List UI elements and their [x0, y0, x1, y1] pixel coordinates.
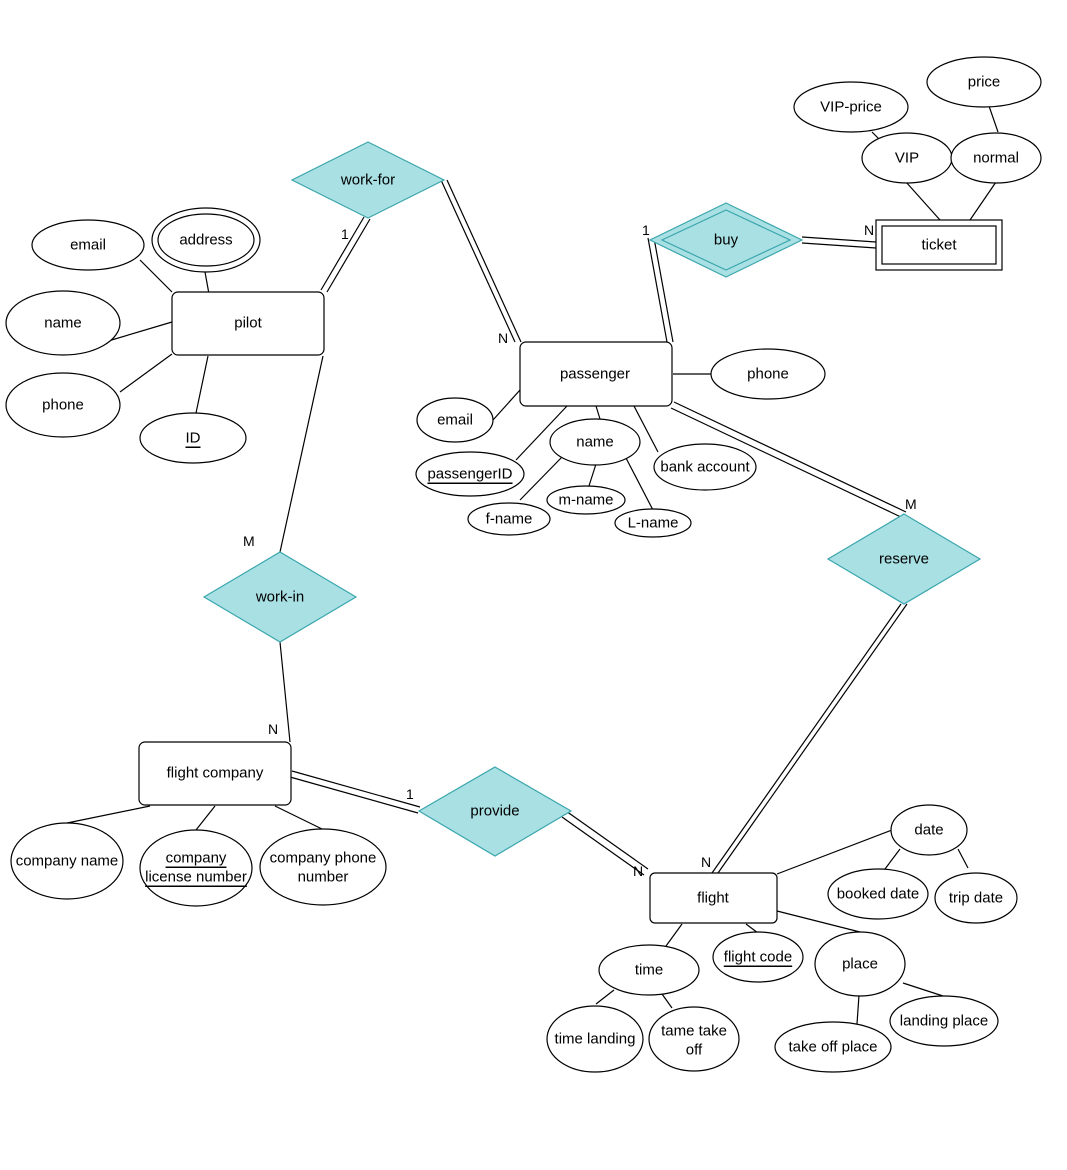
- attribute-passenger-fname: f-name: [467, 502, 551, 536]
- svg-text:name: name: [576, 434, 614, 451]
- entity-flight: flight: [649, 872, 778, 924]
- attribute-ticket-vip-price: VIP-price: [793, 81, 909, 133]
- svg-text:booked date: booked date: [837, 886, 920, 903]
- connector-lines: [66, 105, 999, 1025]
- svg-text:address: address: [179, 232, 232, 249]
- cardinality-workfor-pilot: 1: [341, 226, 349, 242]
- svg-text:VIP-price: VIP-price: [820, 99, 882, 116]
- svg-text:phone: phone: [747, 366, 789, 383]
- attribute-flight-landing-place: landing place: [889, 995, 999, 1047]
- svg-text:tame take: tame take: [661, 1023, 727, 1040]
- attribute-flight-take-off-place: take off place: [774, 1021, 892, 1073]
- svg-text:m-name: m-name: [558, 492, 613, 509]
- svg-text:price: price: [968, 74, 1001, 91]
- cardinality-provide-company: 1: [406, 786, 414, 802]
- svg-text:f-name: f-name: [486, 511, 533, 528]
- cardinality-workin-pilot: M: [243, 533, 255, 549]
- entity-pilot: pilot: [171, 291, 325, 356]
- svg-text:license number: license number: [145, 869, 247, 886]
- relationship-label: reserve: [879, 551, 929, 568]
- attribute-company-phone-number: company phone number: [259, 828, 387, 906]
- attribute-flight-code: flight code: [712, 931, 804, 983]
- attribute-passenger-email: email: [416, 397, 494, 443]
- relationship-provide: provide: [417, 766, 573, 857]
- svg-text:email: email: [70, 237, 106, 254]
- attribute-flight-booked-date: booked date: [827, 868, 929, 920]
- relationship-work-in: work-in: [202, 551, 358, 643]
- svg-text:phone: phone: [42, 397, 84, 414]
- cardinality-workin-company: N: [268, 721, 278, 737]
- attribute-flight-time: time: [598, 944, 700, 996]
- attribute-passenger-mname: m-name: [546, 485, 626, 515]
- relationship-reserve: reserve: [826, 513, 982, 605]
- relationship-label: work-for: [340, 172, 395, 189]
- entity-label: ticket: [921, 237, 957, 254]
- svg-text:landing place: landing place: [900, 1013, 988, 1030]
- attribute-passenger-bank-account: bank account: [653, 443, 757, 491]
- attribute-pilot-phone: phone: [5, 372, 121, 438]
- svg-text:company: company: [166, 850, 227, 867]
- svg-text:company phone: company phone: [270, 850, 377, 867]
- relationship-work-for: work-for: [290, 141, 446, 219]
- svg-text:ID: ID: [186, 430, 201, 447]
- svg-text:place: place: [842, 956, 878, 973]
- svg-text:time landing: time landing: [555, 1031, 636, 1048]
- svg-text:VIP: VIP: [895, 150, 919, 167]
- svg-text:time: time: [635, 962, 663, 979]
- relationship-label: provide: [470, 803, 519, 820]
- relationship-label: work-in: [255, 589, 304, 606]
- svg-text:take off place: take off place: [789, 1039, 878, 1056]
- svg-text:number: number: [298, 869, 349, 886]
- entity-label: flight company: [167, 765, 264, 782]
- svg-text:off: off: [686, 1042, 703, 1059]
- svg-text:trip date: trip date: [949, 890, 1003, 907]
- cardinality-provide-flight: N: [633, 863, 643, 879]
- cardinality-workfor-passenger: N: [498, 330, 508, 346]
- attribute-ticket-vip: VIP: [861, 132, 953, 184]
- attribute-flight-trip-date: trip date: [934, 872, 1018, 924]
- attribute-ticket-normal: normal: [950, 132, 1042, 184]
- entity-label: flight: [697, 890, 730, 907]
- attribute-flight-place: place: [814, 931, 906, 997]
- svg-text:passengerID: passengerID: [427, 466, 512, 483]
- attribute-company-license-number: company license number: [139, 829, 253, 907]
- entity-ticket: ticket: [875, 219, 1003, 271]
- attribute-passenger-name: name: [549, 418, 641, 466]
- attribute-company-name: company name: [10, 822, 124, 900]
- entity-flight-company: flight company: [138, 741, 292, 806]
- attribute-flight-time-landing: time landing: [546, 1005, 644, 1073]
- svg-text:flight code: flight code: [724, 949, 792, 966]
- attribute-pilot-address: address: [151, 207, 261, 273]
- attribute-pilot-name: name: [5, 290, 121, 356]
- svg-text:bank account: bank account: [660, 459, 750, 476]
- svg-text:date: date: [914, 822, 943, 839]
- svg-text:name: name: [44, 315, 82, 332]
- attribute-passenger-lname: L-name: [614, 508, 692, 538]
- relationship-label: buy: [714, 232, 739, 249]
- entity-label: passenger: [560, 366, 630, 383]
- attribute-passenger-phone: phone: [710, 348, 826, 400]
- attribute-flight-take-off: tame take off: [648, 1006, 740, 1072]
- svg-text:normal: normal: [973, 150, 1019, 167]
- cardinality-labels: 1 N 1 N M N M N 1 N: [243, 222, 917, 879]
- cardinality-buy-ticket: N: [864, 222, 874, 238]
- entity-passenger: passenger: [519, 341, 673, 407]
- attribute-ticket-price: price: [926, 56, 1042, 108]
- attribute-passenger-id: passengerID: [415, 451, 525, 497]
- cardinality-buy-passenger: 1: [642, 222, 650, 238]
- relationship-buy: buy: [648, 202, 804, 278]
- svg-text:email: email: [437, 412, 473, 429]
- cardinality-reserve-flight: N: [701, 854, 711, 870]
- attribute-pilot-email: email: [31, 219, 145, 271]
- svg-text:company name: company name: [16, 853, 119, 870]
- cardinality-reserve-passenger: M: [905, 496, 917, 512]
- attribute-pilot-id: ID: [139, 412, 247, 464]
- attribute-flight-date: date: [890, 804, 968, 856]
- entity-label: pilot: [234, 315, 262, 332]
- svg-text:L-name: L-name: [628, 515, 679, 532]
